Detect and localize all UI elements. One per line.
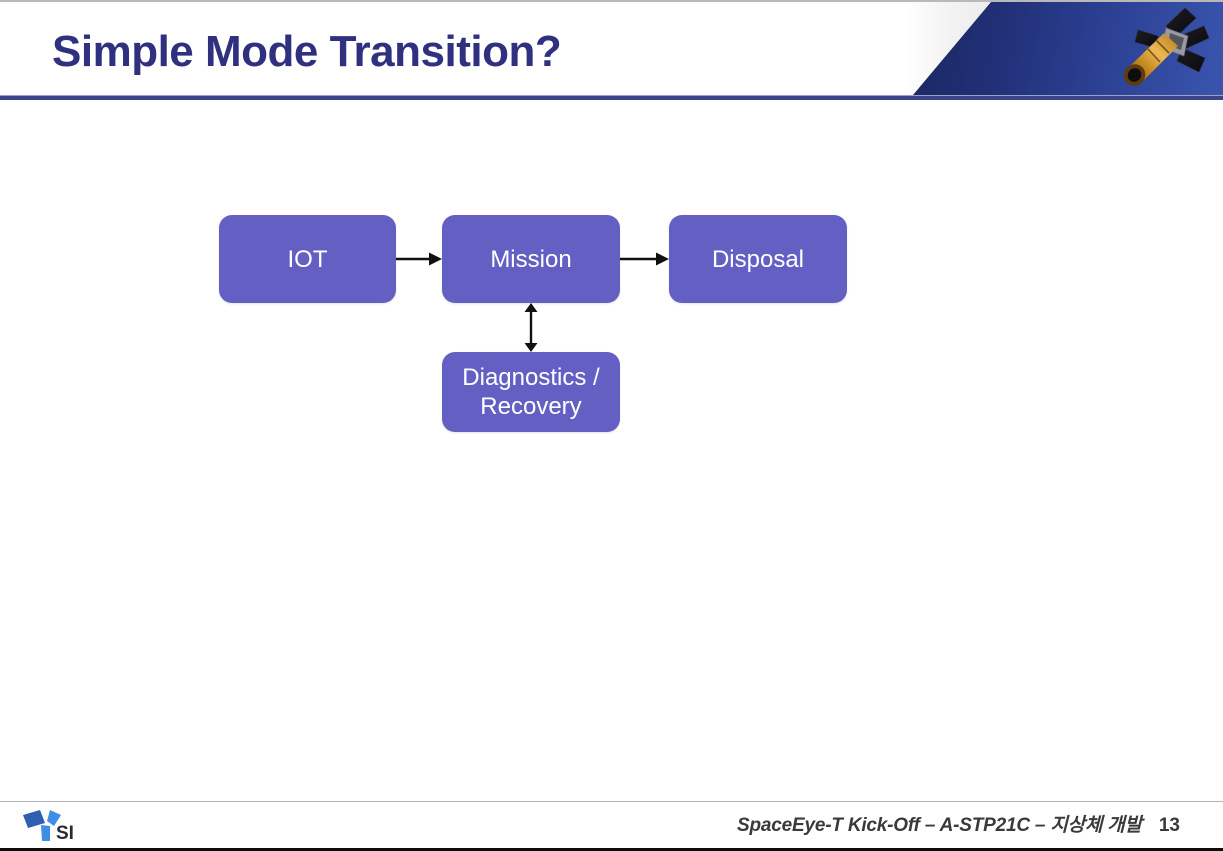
mode-transition-diagram: IOT Mission Disposal Diagnostics / Recov… (0, 100, 1223, 798)
satellite-icon (1123, 7, 1210, 86)
footer-deck-title: SpaceEye-T Kick-Off – A-STP21C – 지상체 개발 (737, 815, 1142, 836)
node-label-diagnostics-recovery: Diagnostics / Recovery (462, 363, 599, 421)
diagram-node-disposal[interactable]: Disposal (669, 215, 847, 303)
footer-divider-rule (0, 801, 1223, 802)
diagram-node-iot[interactable]: IOT (219, 215, 396, 303)
diagram-node-diagnostics-recovery[interactable]: Diagnostics / Recovery (442, 352, 620, 432)
node-label-line-1: Diagnostics / (462, 364, 600, 391)
slide-top-border (0, 0, 1223, 2)
diagram-node-mission[interactable]: Mission (442, 215, 620, 303)
slide-bottom-border (0, 848, 1223, 851)
page-title: Simple Mode Transition? (52, 27, 562, 76)
diagram-connectors (396, 252, 669, 352)
slide-header: Simple Mode Transition? (0, 2, 1223, 95)
logo-text: SI (56, 823, 74, 842)
slide-body: IOT Mission Disposal Diagnostics / Recov… (0, 100, 1223, 798)
node-label-mission: Mission (490, 245, 572, 273)
page-number: 13 (1158, 815, 1180, 836)
slide-footer: SI SpaceEye-T Kick-Off – A-STP21C – 지상체 … (0, 798, 1223, 848)
si-logo-icon: SI (23, 810, 74, 842)
footer-meta: SpaceEye-T Kick-Off – A-STP21C – 지상체 개발 … (737, 810, 1180, 837)
node-label-iot: IOT (287, 245, 328, 273)
node-label-line-2: Recovery (480, 393, 582, 420)
header-divider-rule (0, 95, 1223, 100)
node-label-disposal: Disposal (711, 245, 805, 273)
